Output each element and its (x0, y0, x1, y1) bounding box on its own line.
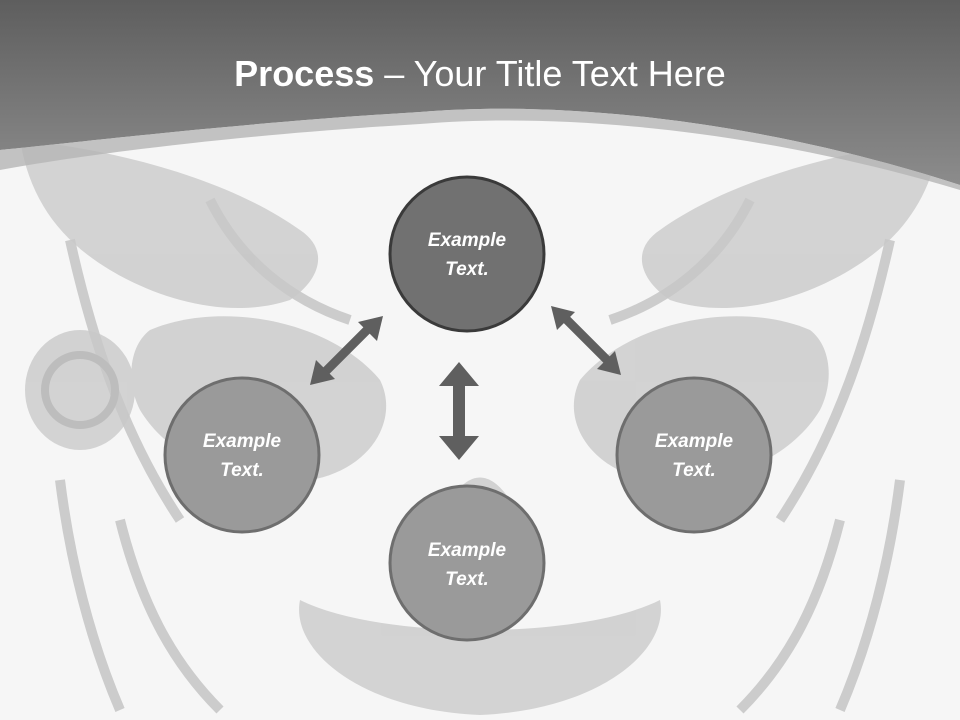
title-bold: Process (234, 53, 375, 94)
node-right: Example Text. (615, 376, 773, 534)
node-left: Example Text. (163, 376, 321, 534)
node-top-line1: Example (428, 230, 507, 251)
node-right-line1: Example (655, 431, 734, 452)
double-arrow-left (310, 316, 383, 385)
node-left-line2: Text. (220, 460, 264, 481)
node-bottom-line1: Example (428, 540, 507, 561)
node-bottom-line2: Text. (445, 569, 489, 590)
node-bottom: Example Text. (388, 484, 546, 642)
header-band (0, 0, 960, 190)
double-arrow-vertical (439, 362, 479, 460)
slide-title: Process – Your Title Text Here (0, 52, 960, 96)
title-rest: – Your Title Text Here (374, 53, 726, 94)
node-right-line2: Text. (672, 460, 716, 481)
node-top: Example Text. (388, 175, 546, 333)
node-left-line1: Example (203, 431, 282, 452)
double-arrow-right (551, 306, 621, 375)
node-top-line2: Text. (445, 259, 489, 280)
